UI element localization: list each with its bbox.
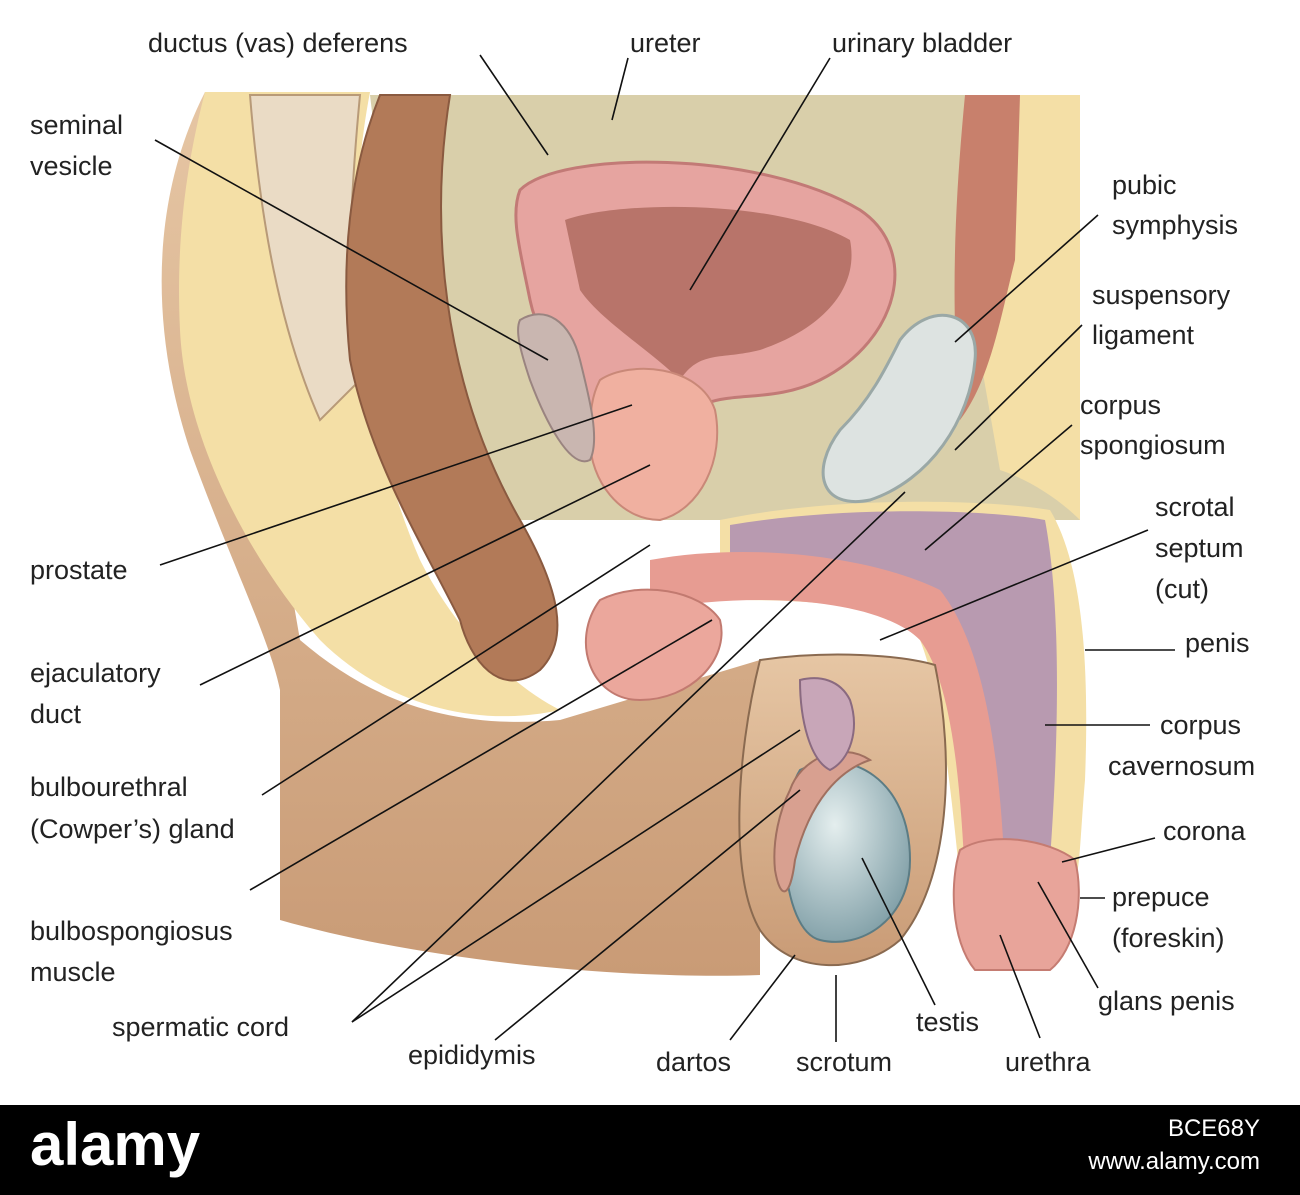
rectum <box>345 94 559 682</box>
leader-seminal-vesicle <box>154 139 549 361</box>
label-scrotal-septum-2: septum <box>1155 533 1244 563</box>
image-id: BCE68Y <box>1167 1115 1260 1142</box>
leader-ureter <box>611 57 629 121</box>
glans <box>952 838 1080 971</box>
label-epididymis: epididymis <box>408 1040 536 1070</box>
label-pubic-symphysis-1: pubic <box>1112 170 1177 200</box>
label-testis: testis <box>916 1007 979 1037</box>
label-pubic-symphysis-2: symphysis <box>1112 210 1238 240</box>
thigh-skin <box>161 92 760 976</box>
leader-urinary-bladder <box>689 57 831 291</box>
leader-bulbospongiosus-muscle <box>249 619 713 891</box>
label-corpus-cavernosum-1: corpus <box>1160 710 1241 740</box>
label-bulbourethral-2: (Cowper’s) gland <box>30 814 235 844</box>
label-ureter: ureter <box>630 28 701 58</box>
corpus-spongiosum-shape <box>650 551 1005 880</box>
label-ductus-deferens: ductus (vas) deferens <box>148 28 408 58</box>
label-scrotum: scrotum <box>796 1047 892 1077</box>
leader-lines <box>154 54 1175 1042</box>
label-dartos: dartos <box>656 1047 731 1077</box>
leader-spermatic-cord-a <box>351 491 906 1023</box>
label-glans-penis: glans penis <box>1098 986 1235 1016</box>
label-prepuce-1: prepuce <box>1112 882 1210 912</box>
label-corona: corona <box>1163 816 1247 846</box>
label-penis: penis <box>1185 628 1250 658</box>
labels: ductus (vas) deferens ureter urinary bla… <box>30 28 1255 1077</box>
label-bulbospongiosus-1: bulbospongiosus <box>30 916 233 946</box>
label-suspensory-ligament-1: suspensory <box>1092 280 1231 310</box>
label-corpus-spongiosum-1: corpus <box>1080 390 1161 420</box>
leader-glans-penis <box>1037 881 1099 989</box>
label-bulbospongiosus-2: muscle <box>30 957 116 987</box>
label-corpus-cavernosum-2: cavernosum <box>1108 751 1255 781</box>
spermatic-cord-shape <box>798 677 855 772</box>
leader-testis <box>861 857 936 1006</box>
penis-bulb <box>584 588 723 702</box>
label-seminal-vesicle-2: vesicle <box>30 151 113 181</box>
leader-bulbourethral-gland <box>261 544 651 796</box>
bladder-lumen <box>565 206 852 380</box>
illustration <box>161 92 1087 976</box>
anatomy-diagram: ductus (vas) deferens ureter urinary bla… <box>30 28 1255 1077</box>
leader-urethra <box>999 934 1041 1039</box>
leader-corpus-spongiosum <box>924 424 1073 551</box>
leader-ductus-deferens <box>479 54 549 156</box>
leader-pubic-symphysis <box>954 214 1099 343</box>
pubic-symphysis <box>821 313 977 503</box>
leader-scrotal-septum <box>879 529 1149 641</box>
footer-bar: alamy BCE68Y www.alamy.com <box>0 1105 1300 1195</box>
label-bulbourethral-1: bulbourethral <box>30 772 188 802</box>
label-ejaculatory-duct-2: duct <box>30 699 82 729</box>
label-ejaculatory-duct-1: ejaculatory <box>30 658 161 688</box>
label-urinary-bladder: urinary bladder <box>832 28 1012 58</box>
alamy-logo: alamy <box>30 1115 201 1178</box>
leader-dartos <box>729 954 796 1041</box>
leader-suspensory-ligament <box>954 324 1083 451</box>
label-prostate: prostate <box>30 555 128 585</box>
label-urethra: urethra <box>1005 1047 1092 1077</box>
label-suspensory-ligament-2: ligament <box>1092 320 1195 350</box>
sacrum <box>248 94 362 422</box>
label-seminal-vesicle-1: seminal <box>30 110 123 140</box>
leader-epididymis <box>494 789 801 1041</box>
leader-spermatic-cord-b <box>351 729 801 1023</box>
label-scrotal-septum-1: scrotal <box>1155 492 1235 522</box>
leader-ejaculatory-duct <box>199 464 651 686</box>
leader-prostate <box>159 404 633 566</box>
logo-text: alamy <box>30 1115 201 1178</box>
leader-corona <box>1061 837 1156 863</box>
site-url[interactable]: www.alamy.com <box>1088 1148 1260 1175</box>
footer-meta: BCE68Y www.alamy.com <box>1088 1113 1260 1179</box>
label-spermatic-cord: spermatic cord <box>112 1012 289 1042</box>
label-prepuce-2: (foreskin) <box>1112 923 1225 953</box>
label-scrotal-septum-3: (cut) <box>1155 574 1209 604</box>
label-corpus-spongiosum-2: spongiosum <box>1080 430 1226 460</box>
